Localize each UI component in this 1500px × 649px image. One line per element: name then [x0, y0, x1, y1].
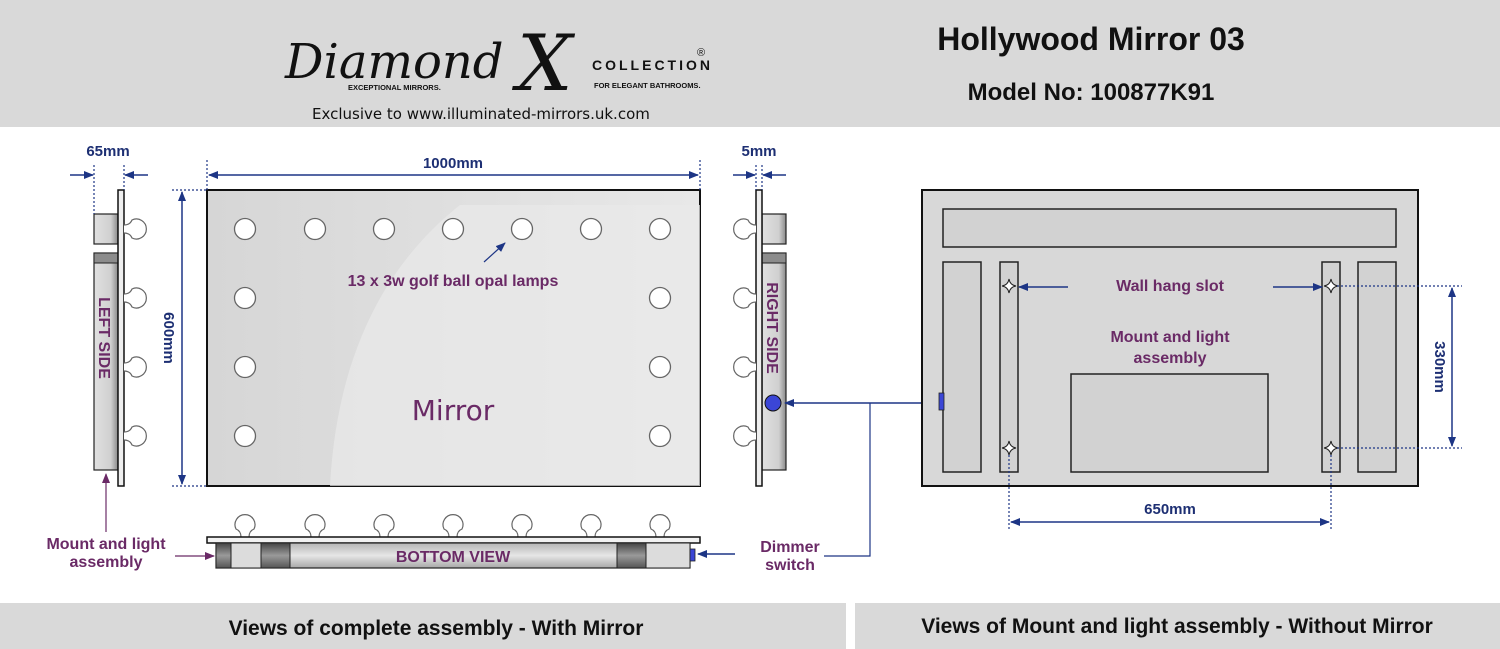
- dimmer-label-line1: Dimmer: [760, 539, 820, 556]
- lamps-pointer: [483, 242, 506, 263]
- lamp-icon: [441, 217, 465, 241]
- bottom-view-bulbs: [234, 514, 671, 538]
- bulb-icon: [733, 425, 757, 447]
- product-title: Hollywood Mirror 03: [937, 21, 1245, 57]
- slot-horizontal-dimension: 650mm: [1144, 501, 1196, 518]
- lamp-icon: [233, 355, 257, 379]
- lamp-icon: [372, 217, 396, 241]
- bulb-icon: [234, 514, 256, 538]
- wall-hang-slot-label: Wall hang slot: [1116, 278, 1225, 295]
- mount-label-line2: assembly: [70, 554, 143, 571]
- lamp-icon: [233, 217, 257, 241]
- left-depth-dimension: 65mm: [86, 143, 129, 160]
- dimmer-knob[interactable]: [764, 394, 782, 412]
- bottom-dimmer-switch[interactable]: [689, 548, 696, 562]
- lamp-icon: [648, 355, 672, 379]
- brand-tagline-left: EXCEPTIONAL MIRRORS.: [348, 83, 441, 92]
- bulb-icon: [123, 425, 147, 447]
- mirror-reflection: [330, 205, 700, 486]
- lamp-icon: [648, 424, 672, 448]
- bulb-icon: [649, 514, 671, 538]
- left-light-bar: [942, 261, 982, 473]
- left-side-label: LEFT SIDE: [95, 297, 112, 379]
- height-dimension: 600mm: [160, 312, 177, 364]
- front-lamps: [233, 217, 672, 448]
- dimmer-label-line2: switch: [765, 557, 815, 574]
- bulb-icon: [733, 287, 757, 309]
- bulb-icon: [733, 218, 757, 240]
- bulb-icon: [373, 514, 395, 538]
- wall-hang-slot-icon: [1001, 278, 1017, 294]
- bulb-icon: [123, 218, 147, 240]
- bulb-icon: [733, 356, 757, 378]
- exclusive-text: Exclusive to www.illuminated-mirrors.uk.…: [312, 105, 650, 123]
- lamps-label: 13 x 3w golf ball opal lamps: [348, 273, 559, 290]
- footer-band-left: [0, 603, 846, 649]
- assembly-label-line1: Mount and light: [1110, 329, 1230, 346]
- footer-right-caption: Views of Mount and light assembly - With…: [921, 615, 1433, 638]
- footer-left-caption: Views of complete assembly - With Mirror: [229, 617, 644, 640]
- bulb-icon: [304, 514, 326, 538]
- right-light-bar: [1357, 261, 1397, 473]
- footer-band-right: [855, 603, 1500, 649]
- lamp-icon: [233, 424, 257, 448]
- lamp-icon: [303, 217, 327, 241]
- model-number: Model No: 100877K91: [968, 79, 1215, 106]
- left-hang-rail: [999, 261, 1019, 473]
- brand-tagline-right: FOR ELEGANT BATHROOMS.: [594, 81, 701, 90]
- left-side-mount-top: [93, 213, 119, 245]
- right-side-mount: [761, 252, 787, 471]
- lamp-icon: [579, 217, 603, 241]
- svg-text:®: ®: [697, 47, 705, 59]
- bulb-icon: [123, 287, 147, 309]
- right-depth-dimension: 5mm: [741, 143, 776, 160]
- lamp-icon: [233, 286, 257, 310]
- lamp-icon: [510, 217, 534, 241]
- slot-vertical-dimension: 330mm: [1431, 341, 1448, 393]
- brand-word-diamond: Diamond: [284, 34, 504, 90]
- left-side-mount: [93, 252, 119, 471]
- left-side-mirror-edge: [117, 189, 125, 487]
- right-side-mirror-edge: [755, 189, 763, 487]
- mount-label-line1: Mount and light: [46, 536, 166, 553]
- brand-word-collection: COLLECTION: [592, 57, 713, 73]
- header-band: [0, 0, 1500, 127]
- right-side-mount-top: [761, 213, 787, 245]
- assembly-dimmer-switch[interactable]: [938, 392, 945, 411]
- bottom-view-body: [215, 542, 696, 569]
- left-side-bulbs: [123, 218, 147, 447]
- wall-hang-slot-icon: [1323, 278, 1339, 294]
- right-side-bulbs: [733, 218, 757, 447]
- width-dimension: 1000mm: [423, 155, 483, 172]
- bulb-icon: [580, 514, 602, 538]
- center-driver-box: [1070, 373, 1269, 473]
- lamp-icon: [648, 217, 672, 241]
- brand-logo: Diamond X COLLECTION ® EXCEPTIONAL MIRRO…: [284, 19, 713, 109]
- bulb-icon: [511, 514, 533, 538]
- top-light-bar: [942, 208, 1397, 248]
- brand-word-x: X: [511, 19, 576, 109]
- right-hang-rail: [1321, 261, 1341, 473]
- bottom-mirror-edge: [206, 536, 701, 544]
- bulb-icon: [123, 356, 147, 378]
- bottom-view-label: BOTTOM VIEW: [396, 549, 511, 566]
- right-side-label: RIGHT SIDE: [763, 282, 780, 374]
- mirror-label: Mirror: [412, 394, 495, 427]
- lamp-icon: [648, 286, 672, 310]
- bulb-icon: [442, 514, 464, 538]
- dimmer-connector: [824, 403, 871, 557]
- assembly-label-line2: assembly: [1134, 350, 1207, 367]
